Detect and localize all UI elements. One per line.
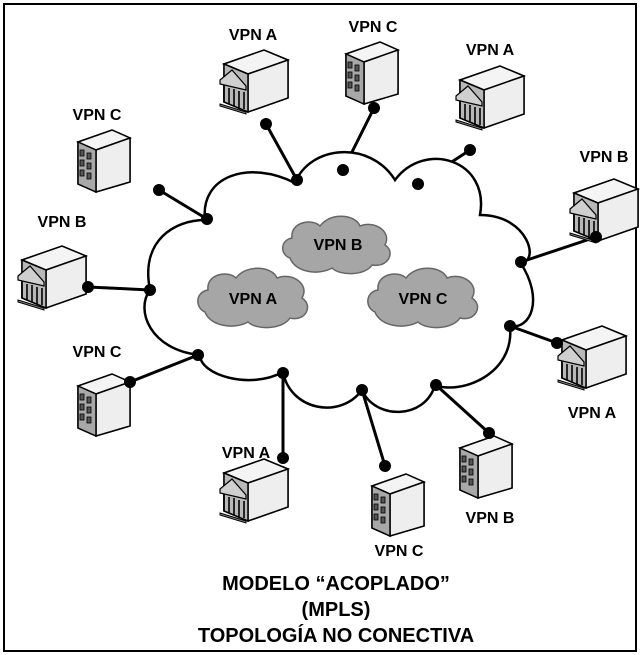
inner-cloud-label: VPN A: [229, 291, 278, 308]
site-vpn-b: VPN B: [17, 214, 87, 311]
connection-lines: [87, 107, 597, 467]
diagram-caption: MODELO “ACOPLADO” (MPLS) TOPOLOGÍA NO CO…: [198, 573, 474, 647]
pe-router-dot: [412, 178, 424, 190]
pe-router-dot: [201, 213, 213, 225]
pe-router-dot: [515, 256, 527, 268]
site-vpn-c: VPN C: [345, 19, 399, 105]
ce-router-dot: [483, 427, 495, 439]
connection-line: [264, 123, 299, 181]
site-vpn-c: VPN C: [73, 344, 131, 437]
ce-router-dot: [590, 231, 602, 243]
ce-router-dot: [277, 452, 289, 464]
connection-line: [520, 235, 597, 264]
bank-building-icon: [459, 435, 513, 499]
ce-router-dot: [153, 184, 165, 196]
pe-router-dot: [144, 284, 156, 296]
ce-router-dot: [464, 144, 476, 156]
site-vpn-b: VPN B: [569, 149, 639, 244]
connection-line: [360, 389, 387, 467]
pe-router-dot: [337, 164, 349, 176]
office-building-icon: [371, 473, 425, 537]
caption-line-2: (MPLS): [302, 599, 371, 621]
site-vpn-a: VPN A: [557, 325, 627, 422]
ce-router-dot: [82, 281, 94, 293]
inner-cloud-label: VPN B: [314, 237, 363, 254]
ce-router-dot: [124, 376, 136, 388]
pe-router-dot: [192, 349, 204, 361]
site-label: VPN B: [580, 149, 629, 166]
vpn-sites: VPN A VPN C VPN A VPN C VPN B VPN B VPN C VPN A…: [17, 19, 639, 560]
connection-dots: [82, 102, 602, 472]
site-label: VPN A: [466, 42, 515, 59]
bank-building-icon: [219, 49, 289, 115]
bank-building-icon: [219, 458, 289, 524]
ce-router-dot: [551, 337, 563, 349]
ce-router-dot: [260, 118, 272, 130]
pe-router-dot: [504, 320, 516, 332]
pe-router-dot: [291, 174, 303, 186]
pe-router-dot: [356, 384, 368, 396]
site-vpn-a: VPN A: [219, 445, 289, 524]
site-label: VPN C: [349, 19, 398, 36]
office-building-icon: [77, 373, 131, 437]
caption-line-1: MODELO “ACOPLADO”: [222, 573, 450, 595]
site-label: VPN C: [73, 107, 122, 124]
site-vpn-a: VPN A: [455, 42, 525, 131]
site-label: VPN B: [38, 214, 87, 231]
ce-router-dot: [368, 102, 380, 114]
office-building-icon: [77, 129, 131, 193]
inner-cloud-vpn-c: VPN C: [367, 267, 479, 329]
inner-cloud-label: VPN C: [399, 291, 448, 308]
mpls-cloud: [143, 150, 535, 414]
ce-router-dot: [379, 460, 391, 472]
site-vpn-b: VPN B: [459, 435, 515, 527]
connection-line: [129, 353, 199, 384]
diagram-border: [3, 3, 637, 652]
site-label: VPN A: [568, 405, 617, 422]
inner-cloud-vpn-b: VPN B: [282, 215, 391, 275]
site-label: VPN A: [229, 27, 278, 44]
connection-line: [509, 324, 558, 345]
office-building-icon: [569, 178, 639, 244]
bank-building-icon: [557, 325, 627, 391]
site-label: VPN B: [466, 510, 515, 527]
site-label: VPN C: [73, 344, 122, 361]
connection-line: [434, 383, 491, 435]
site-vpn-c: VPN C: [371, 473, 425, 560]
inner-cloud-vpn-a: VPN A: [197, 267, 309, 329]
office-building-icon: [345, 41, 399, 105]
pe-router-dot: [277, 367, 289, 379]
site-label: VPN A: [222, 445, 271, 462]
site-vpn-c: VPN C: [73, 107, 131, 193]
connection-line: [158, 188, 208, 221]
caption-line-3: TOPOLOGÍA NO CONECTIVA: [198, 624, 474, 647]
bank-building-icon: [17, 245, 87, 311]
pe-router-dot: [430, 379, 442, 391]
site-vpn-a: VPN A: [219, 27, 289, 115]
site-label: VPN C: [375, 543, 424, 560]
connection-line: [87, 285, 151, 292]
bank-building-icon: [455, 65, 525, 131]
